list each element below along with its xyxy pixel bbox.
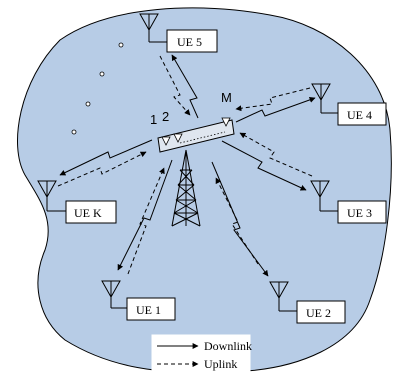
ue2-downlink-arrow	[211, 161, 269, 277]
ue4-box: UE 4	[337, 102, 387, 126]
ue4-label: UE 4	[347, 108, 372, 122]
ue4-uplink-arrow	[235, 87, 311, 112]
antenna-label-2: 2	[162, 109, 169, 124]
ue1-antenna-icon	[101, 280, 127, 309]
ue4-downlink-arrow	[235, 97, 316, 123]
antenna-label-1: 1	[150, 112, 157, 127]
legend-uplink-label: Uplink	[204, 357, 237, 371]
ue5-downlink-arrow	[171, 54, 199, 119]
ue1-label: UE 1	[136, 303, 161, 317]
legend: Downlink Uplink	[151, 334, 252, 376]
uek-antenna-icon	[37, 180, 66, 212]
ue3-antenna-icon	[310, 180, 338, 212]
ue3-downlink-arrow	[221, 140, 307, 191]
uek-box: UE K	[65, 200, 117, 224]
ue3-label: UE 3	[347, 206, 372, 220]
uek-downlink-arrow	[59, 139, 153, 176]
ue5-uplink-arrow	[159, 55, 191, 116]
ue2-label: UE 2	[306, 306, 331, 320]
ue1-downlink-arrow	[117, 159, 173, 271]
ue5-label: UE 5	[177, 35, 202, 49]
ellipsis-dots	[71, 42, 124, 135]
ue2-uplink-arrow	[215, 177, 259, 265]
ue5-box: UE 5	[166, 29, 218, 53]
ue2-antenna-icon	[269, 281, 297, 312]
antenna-array	[157, 117, 235, 153]
uek-label: UE K	[74, 206, 102, 220]
tower-icon	[171, 149, 201, 227]
ue2-box: UE 2	[296, 300, 346, 324]
ue4-antenna-icon	[311, 83, 338, 114]
ue1-box: UE 1	[126, 297, 176, 321]
legend-downlink-label: Downlink	[204, 339, 252, 353]
antenna-label-m: M	[221, 90, 232, 105]
ue3-uplink-arrow	[239, 132, 313, 177]
ue5-antenna-icon	[139, 13, 167, 43]
ue3-box: UE 3	[337, 200, 387, 224]
uek-uplink-arrow	[57, 151, 147, 187]
